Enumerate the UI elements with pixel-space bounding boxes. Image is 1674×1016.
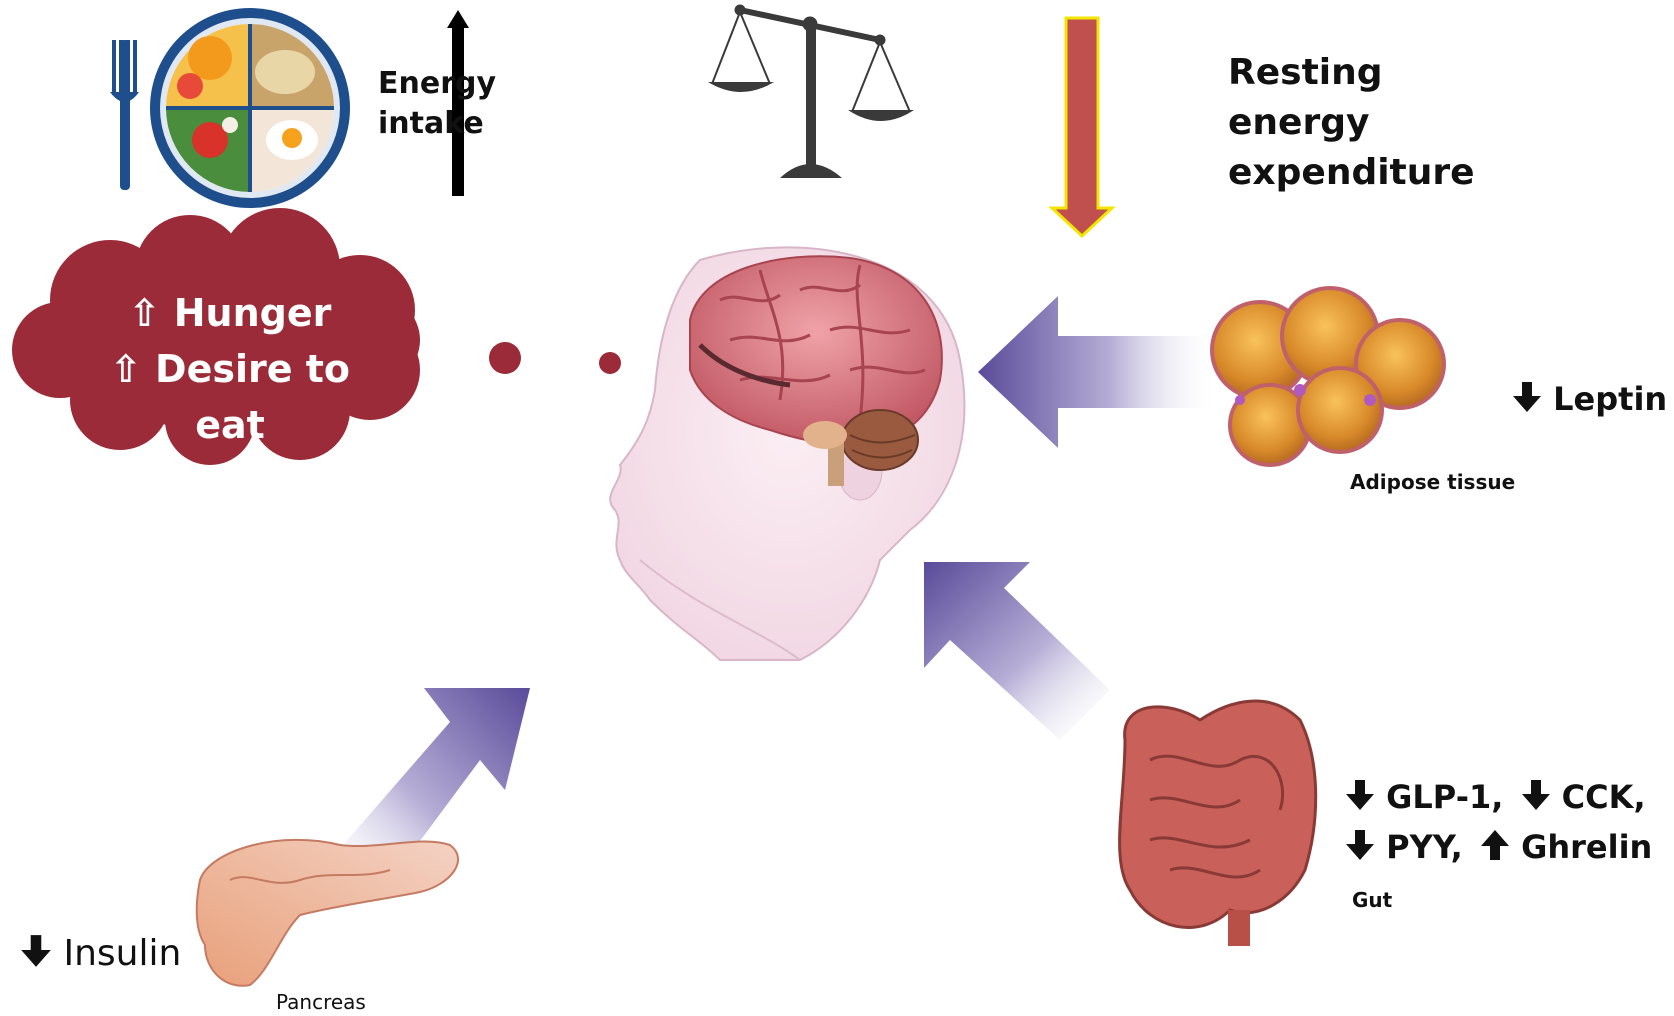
energy-intake-line2: intake <box>378 104 496 144</box>
adipose-tissue-illustration <box>1212 288 1444 465</box>
insulin-label: Insulin <box>20 933 181 974</box>
down-arrow-icon <box>1345 828 1375 862</box>
balance-scale-icon <box>708 5 914 178</box>
adipose-tissue-label: Adipose tissue <box>1350 470 1515 494</box>
pancreas-label: Pancreas <box>276 990 366 1014</box>
insulin-text: Insulin <box>63 933 181 974</box>
ghrelin-text: Ghrelin <box>1521 828 1652 866</box>
up-arrow-icon <box>1480 828 1510 862</box>
pyy-text: PYY, <box>1386 828 1463 866</box>
energy-intake-line1: Energy <box>378 64 496 104</box>
food-plate-icon <box>110 8 350 208</box>
gut-label: Gut <box>1352 888 1392 912</box>
leptin-label: Leptin <box>1512 380 1667 418</box>
down-arrow-icon <box>20 933 52 969</box>
thought-cloud-text: ⇧ Hunger ⇧ Desire to eat <box>60 285 400 453</box>
eat-text: eat <box>60 397 400 453</box>
gut-hormones-line2: PYY, Ghrelin <box>1345 828 1652 866</box>
energy-intake-label: Energy intake <box>378 64 496 144</box>
desire-text: Desire to <box>155 347 350 391</box>
ree-line2: energy <box>1228 98 1475 148</box>
down-arrow-icon <box>1345 778 1375 812</box>
leptin-pathway-arrow <box>978 296 1220 448</box>
ree-line1: Resting <box>1228 48 1475 98</box>
ree-line3: expenditure <box>1228 148 1475 198</box>
down-arrow-icon <box>1521 778 1551 812</box>
down-arrow-icon <box>1512 380 1542 414</box>
resting-energy-label: Resting energy expenditure <box>1228 48 1475 198</box>
gut-illustration <box>1120 701 1316 946</box>
up-arrow-icon: ⇧ <box>129 291 161 335</box>
pancreas-illustration <box>197 840 458 986</box>
hunger-text: Hunger <box>174 291 332 335</box>
glp1-text: GLP-1, <box>1386 778 1503 816</box>
gut-hormones-line1: GLP-1, CCK, <box>1345 778 1646 816</box>
ree-down-arrow <box>1052 18 1112 236</box>
up-arrow-icon: ⇧ <box>110 347 142 391</box>
cck-text: CCK, <box>1562 778 1646 816</box>
gut-pathway-arrow <box>924 562 1110 740</box>
leptin-text: Leptin <box>1553 380 1667 418</box>
